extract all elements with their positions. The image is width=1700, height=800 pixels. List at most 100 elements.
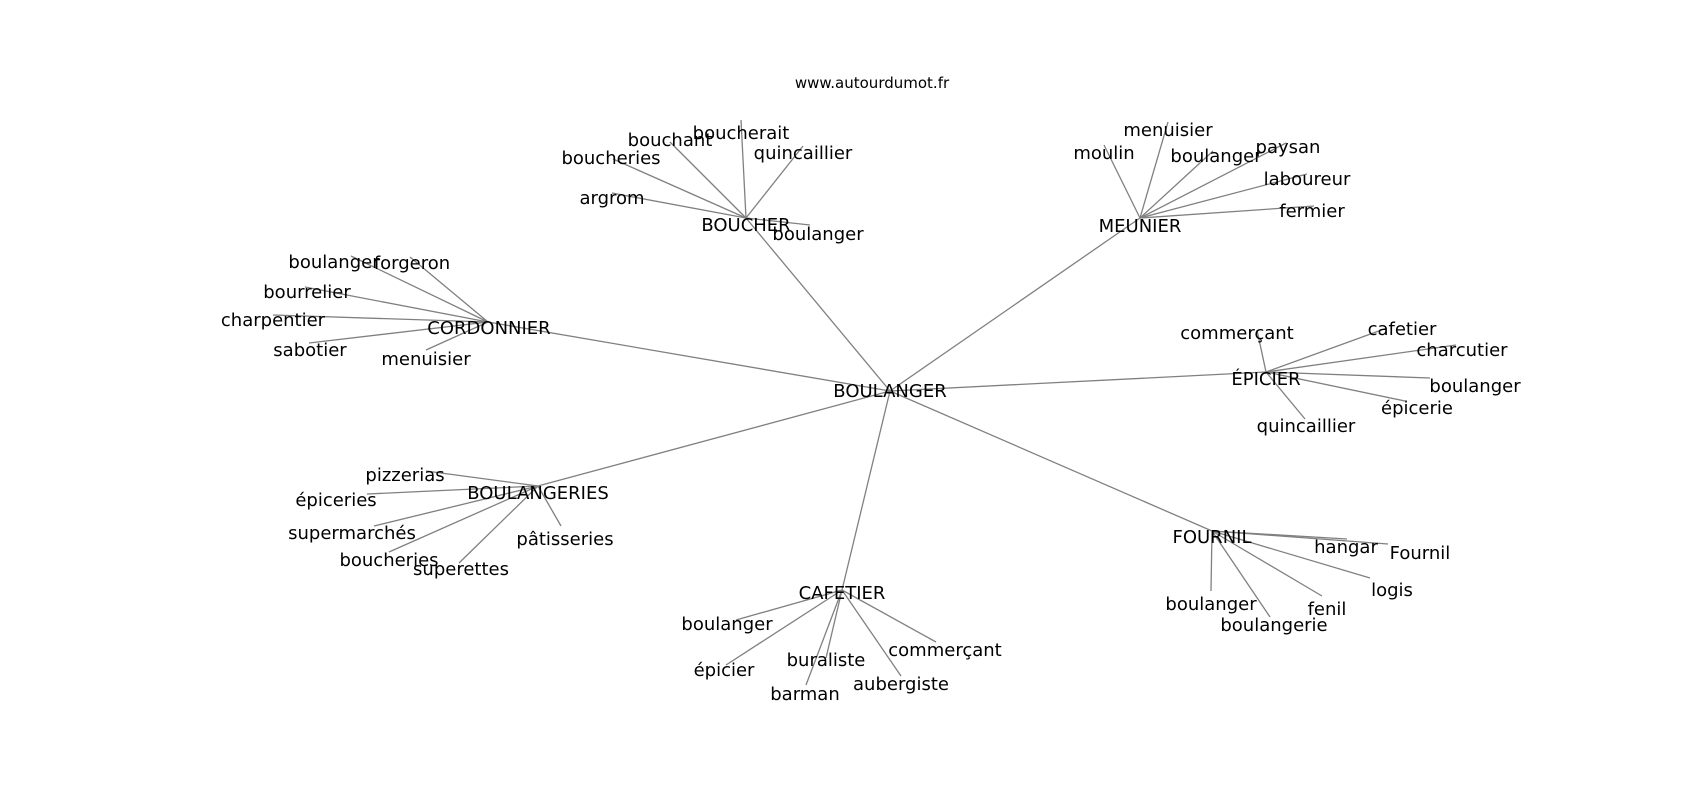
leaf-node-label: pâtisseries bbox=[516, 529, 613, 550]
edge-hub-leaf bbox=[1139, 173, 1308, 219]
hub-node-label: BOUCHER bbox=[701, 215, 790, 236]
edge-hub-leaf bbox=[1265, 371, 1406, 402]
leaf-node-label: quincaillier bbox=[754, 143, 853, 164]
edge-hub-leaf bbox=[1265, 371, 1306, 420]
edge-hub-leaf bbox=[366, 485, 539, 495]
edge-hub-leaf bbox=[272, 314, 489, 323]
leaf-node-label: sabotier bbox=[273, 340, 347, 361]
edge-hub-leaf bbox=[425, 470, 539, 487]
edge-hub-leaf bbox=[805, 589, 843, 686]
leaf-node-label: boucherait bbox=[693, 123, 790, 144]
edge-hub-leaf bbox=[388, 485, 539, 553]
edge-hub-leaf bbox=[1211, 530, 1389, 545]
edge-hub-leaf bbox=[304, 286, 489, 323]
edge-hub-leaf bbox=[745, 145, 804, 219]
edge-hub-leaf bbox=[669, 141, 747, 219]
leaf-node-label: boulangerie bbox=[1220, 615, 1327, 636]
leaf-node-label: commerçant bbox=[888, 640, 1001, 661]
edge-hub-leaf bbox=[1211, 530, 1323, 597]
hub-node-label: FOURNIL bbox=[1172, 527, 1251, 548]
leaf-node-label: charcutier bbox=[1416, 340, 1508, 361]
leaf-node-label: épiceries bbox=[295, 490, 376, 511]
edge-hub-leaf bbox=[725, 589, 843, 666]
edge-hub-leaf bbox=[458, 485, 539, 564]
edge-hub-leaf bbox=[308, 321, 489, 344]
edge-hub-leaf bbox=[1139, 150, 1214, 219]
leaf-node-label: forgeron bbox=[374, 253, 450, 274]
edge-hub-leaf bbox=[1265, 327, 1388, 373]
leaf-node-label: superettes bbox=[413, 559, 509, 580]
edge-hub-leaf bbox=[1211, 530, 1371, 579]
leaf-node-label: buraliste bbox=[787, 650, 866, 671]
edge-root-hub bbox=[745, 217, 891, 392]
edge-hub-leaf bbox=[611, 192, 747, 219]
leaf-node-label: boulanger bbox=[772, 224, 864, 245]
leaf-node-label: aubergiste bbox=[853, 674, 949, 695]
root-node-label: BOULANGER bbox=[833, 381, 946, 402]
leaf-node-label: menuisier bbox=[381, 349, 471, 370]
leaf-node-label: fermier bbox=[1279, 201, 1345, 222]
edge-root-hub bbox=[537, 390, 891, 487]
leaf-node-label: boulanger bbox=[681, 614, 773, 635]
edge-hub-leaf bbox=[1139, 142, 1287, 219]
hub-node-label: MEUNIER bbox=[1099, 216, 1182, 237]
leaf-node-label: boucheries bbox=[561, 148, 660, 169]
leaf-node-label: laboureur bbox=[1264, 169, 1351, 190]
leaf-node-label: épicerie bbox=[1381, 398, 1453, 419]
edge-hub-leaf bbox=[1139, 205, 1315, 219]
edge-hub-leaf bbox=[740, 119, 747, 219]
hub-node-label: CORDONNIER bbox=[427, 318, 550, 339]
leaf-node-label: bouchant bbox=[628, 130, 713, 151]
hub-node-label: CAFETIER bbox=[799, 583, 886, 604]
edge-hub-leaf bbox=[825, 589, 843, 659]
edge-hub-leaf bbox=[1139, 121, 1169, 219]
edge-hub-leaf bbox=[612, 158, 747, 219]
edge-root-hub bbox=[487, 321, 891, 392]
leaf-node-label: quincaillier bbox=[1257, 416, 1356, 437]
leaf-node-label: bourrelier bbox=[263, 282, 351, 303]
source-url: www.autourdumot.fr bbox=[795, 74, 950, 92]
edge-hub-leaf bbox=[1211, 530, 1271, 618]
leaf-node-label: argrom bbox=[579, 188, 644, 209]
edge-hub-leaf bbox=[373, 485, 539, 527]
edge-hub-leaf bbox=[1103, 144, 1141, 219]
edge-hub-leaf bbox=[537, 485, 562, 527]
leaf-node-label: boulanger bbox=[1170, 146, 1262, 167]
leaf-node-label: barman bbox=[770, 684, 840, 705]
leaf-node-label: épicier bbox=[694, 660, 755, 681]
edge-hub-leaf bbox=[745, 217, 811, 226]
leaf-node-label: boulanger bbox=[288, 252, 380, 273]
edge-root-hub bbox=[841, 390, 891, 591]
edge-hub-leaf bbox=[841, 589, 902, 677]
leaf-node-label: supermarchés bbox=[288, 523, 416, 544]
edge-hub-leaf bbox=[841, 589, 937, 643]
edge-hub-leaf bbox=[1265, 371, 1431, 379]
leaf-node-label: logis bbox=[1371, 580, 1413, 601]
edge-root-hub bbox=[889, 217, 1141, 392]
edge-hub-leaf bbox=[1210, 530, 1213, 592]
hub-node-label: ÉPICIER bbox=[1231, 368, 1300, 390]
leaf-node-label: commerçant bbox=[1180, 323, 1293, 344]
leaf-node-label: cafetier bbox=[1368, 319, 1437, 340]
edge-hub-leaf bbox=[425, 321, 489, 351]
leaf-node-label: moulin bbox=[1073, 143, 1134, 164]
edge-hub-leaf bbox=[735, 589, 843, 621]
leaf-node-label: Fournil bbox=[1390, 543, 1451, 564]
leaf-node-label: pizzerias bbox=[365, 465, 444, 486]
hub-node-label: BOULANGERIES bbox=[467, 483, 609, 504]
edges bbox=[272, 119, 1457, 686]
leaf-node-label: fenil bbox=[1308, 599, 1347, 620]
edge-hub-leaf bbox=[409, 256, 489, 323]
leaf-node-label: boulanger bbox=[1165, 594, 1257, 615]
edge-hub-leaf bbox=[1256, 329, 1267, 373]
edge-root-hub bbox=[889, 390, 1213, 532]
leaf-node-label: paysan bbox=[1256, 137, 1321, 158]
leaf-node-label: hangar bbox=[1314, 537, 1378, 558]
edge-hub-leaf bbox=[350, 255, 489, 323]
leaf-node-label: menuisier bbox=[1123, 120, 1213, 141]
edge-root-hub bbox=[889, 371, 1267, 392]
leaf-node-label: boulanger bbox=[1429, 376, 1521, 397]
edge-hub-leaf bbox=[1265, 344, 1457, 373]
